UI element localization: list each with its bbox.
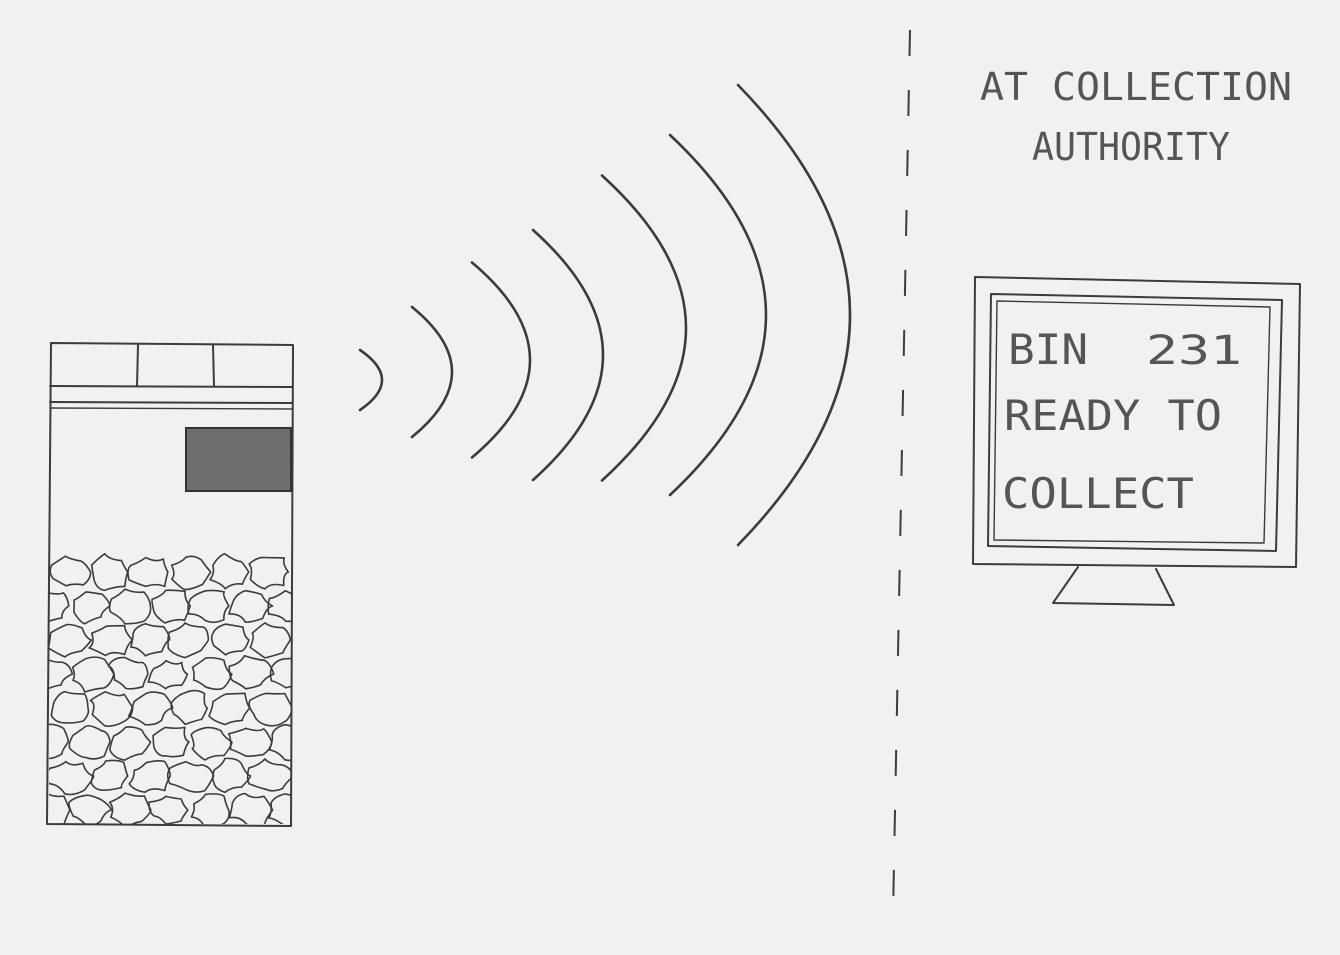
- lid-divider-2: [212, 344, 215, 387]
- garbage-piece: [89, 691, 134, 727]
- garbage-piece: [68, 794, 113, 824]
- garbage-piece: [227, 727, 273, 757]
- garbage-piece: [49, 723, 70, 760]
- garbage-piece: [228, 792, 274, 824]
- divider-dashed-line: [892, 29, 911, 916]
- garbage-piece: [170, 689, 209, 726]
- signal-wave-arc: [668, 133, 768, 497]
- garbage-piece: [246, 758, 291, 792]
- garbage-piece: [269, 657, 291, 689]
- garbage-piece: [90, 759, 129, 791]
- garbage-piece: [49, 793, 71, 824]
- garbage-piece: [267, 793, 291, 824]
- garbage-piece: [73, 591, 111, 625]
- garbage-piece: [127, 691, 174, 726]
- garbage-piece: [248, 556, 290, 590]
- garbage-piece: [109, 726, 152, 761]
- monitor-bin-number: 231: [1146, 328, 1242, 374]
- signal-wave-arc: [358, 348, 384, 412]
- signal-wave-arc: [736, 83, 852, 547]
- bin-garbage-contents: [49, 553, 291, 824]
- garbage-piece: [108, 588, 152, 625]
- garbage-piece: [187, 589, 230, 624]
- lid-divider-1: [136, 344, 139, 387]
- garbage-piece: [191, 656, 233, 691]
- fill-level-sensor-icon: [185, 427, 292, 492]
- garbage-piece: [190, 726, 233, 761]
- monitor-status-line2: COLLECT: [1002, 469, 1194, 518]
- garbage-piece: [152, 726, 190, 758]
- monitor-screen-inner: [993, 300, 1271, 544]
- garbage-piece: [49, 659, 74, 690]
- garbage-piece: [228, 589, 274, 623]
- garbage-piece: [249, 622, 291, 659]
- garbage-piece: [208, 692, 251, 726]
- garbage-piece: [107, 656, 149, 690]
- garbage-piece: [49, 555, 92, 587]
- garbage-piece: [50, 690, 90, 724]
- garbage-piece: [147, 659, 189, 690]
- computer-monitor-icon: [972, 276, 1301, 606]
- bin-lid-line: [49, 385, 293, 388]
- garbage-piece: [268, 723, 291, 762]
- garbage-piece: [90, 553, 129, 592]
- garbage-piece: [151, 589, 192, 624]
- waste-bin-icon: [46, 342, 294, 827]
- garbage-piece: [71, 656, 115, 693]
- signal-wave-arc: [531, 228, 605, 482]
- garbage-piece: [212, 757, 252, 794]
- monitor-stand: [1052, 566, 1175, 606]
- signal-wave-arc: [600, 174, 688, 482]
- collection-authority-title-line1: AT COLLECTION: [980, 65, 1292, 109]
- collection-authority-title-line2: AUTHORITY: [1032, 125, 1230, 169]
- monitor-bin-label: BIN: [1008, 325, 1088, 374]
- garbage-piece: [130, 623, 171, 657]
- garbage-piece: [49, 623, 93, 658]
- monitor-status-line1: READY TO: [1004, 391, 1222, 440]
- signal-wave-arc: [470, 261, 532, 459]
- garbage-piece: [166, 760, 215, 793]
- garbage-piece: [108, 792, 152, 824]
- monitor-screen-outer: [987, 293, 1283, 552]
- monitor-frame: [972, 276, 1301, 568]
- garbage-piece: [148, 795, 189, 824]
- garbage-piece: [68, 724, 111, 760]
- bin-rim-line: [49, 401, 293, 404]
- garbage-piece: [88, 624, 134, 657]
- garbage-piece: [167, 622, 210, 659]
- bin-rim-line-2: [49, 407, 293, 410]
- garbage-piece: [127, 556, 169, 588]
- signal-wave-arc: [410, 305, 454, 439]
- garbage-piece: [267, 589, 291, 623]
- garbage-piece: [170, 555, 212, 591]
- garbage-piece: [248, 692, 291, 727]
- garbage-piece: [49, 592, 70, 623]
- garbage-piece: [190, 793, 230, 824]
- garbage-piece: [209, 553, 250, 590]
- garbage-piece: [210, 623, 250, 656]
- wireless-signal-icon: [358, 83, 852, 547]
- garbage-piece: [228, 654, 275, 690]
- garbage-piece: [49, 760, 95, 796]
- garbage-piece: [128, 760, 172, 793]
